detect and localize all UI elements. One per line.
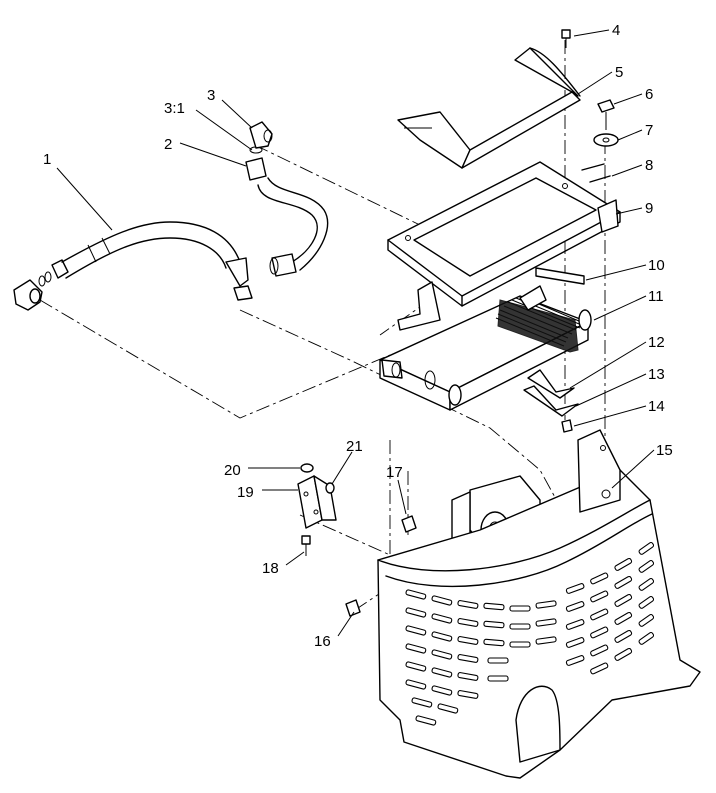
callout-4: 4	[612, 22, 620, 39]
callout-19: 19	[237, 484, 254, 501]
hardware-right	[523, 29, 619, 433]
callout-13: 13	[648, 366, 665, 383]
callout-21: 21	[346, 438, 363, 455]
callout-15: 15	[656, 442, 673, 459]
mount-plate	[387, 161, 621, 331]
callout-11: 11	[648, 288, 664, 305]
callout-6: 6	[645, 86, 653, 103]
upper-bracket	[397, 47, 581, 169]
hose-assembly	[13, 121, 329, 311]
callout-3-1: 3:1	[164, 100, 185, 117]
grille-slots	[405, 542, 655, 726]
callout-17: 17	[386, 464, 403, 481]
callout-16: 16	[314, 633, 331, 650]
oil-cooler	[379, 285, 592, 411]
callout-labels: 1 2 3 3:1 4 5 6 7 8 9 10 11 12 13 14 15 …	[43, 22, 673, 650]
callout-5: 5	[615, 64, 623, 81]
callout-14: 14	[648, 398, 665, 415]
callout-18: 18	[262, 560, 279, 577]
callout-20: 20	[224, 462, 241, 479]
callout-9: 9	[645, 200, 653, 217]
hardware-left	[297, 463, 417, 617]
callout-10: 10	[648, 257, 665, 274]
callout-3: 3	[207, 87, 215, 104]
grille-shroud	[377, 429, 701, 779]
callout-8: 8	[645, 157, 653, 174]
callout-12: 12	[648, 334, 665, 351]
callout-2: 2	[164, 136, 172, 153]
callout-7: 7	[645, 122, 653, 139]
callout-1: 1	[43, 151, 51, 168]
leader-lines	[56, 29, 655, 637]
